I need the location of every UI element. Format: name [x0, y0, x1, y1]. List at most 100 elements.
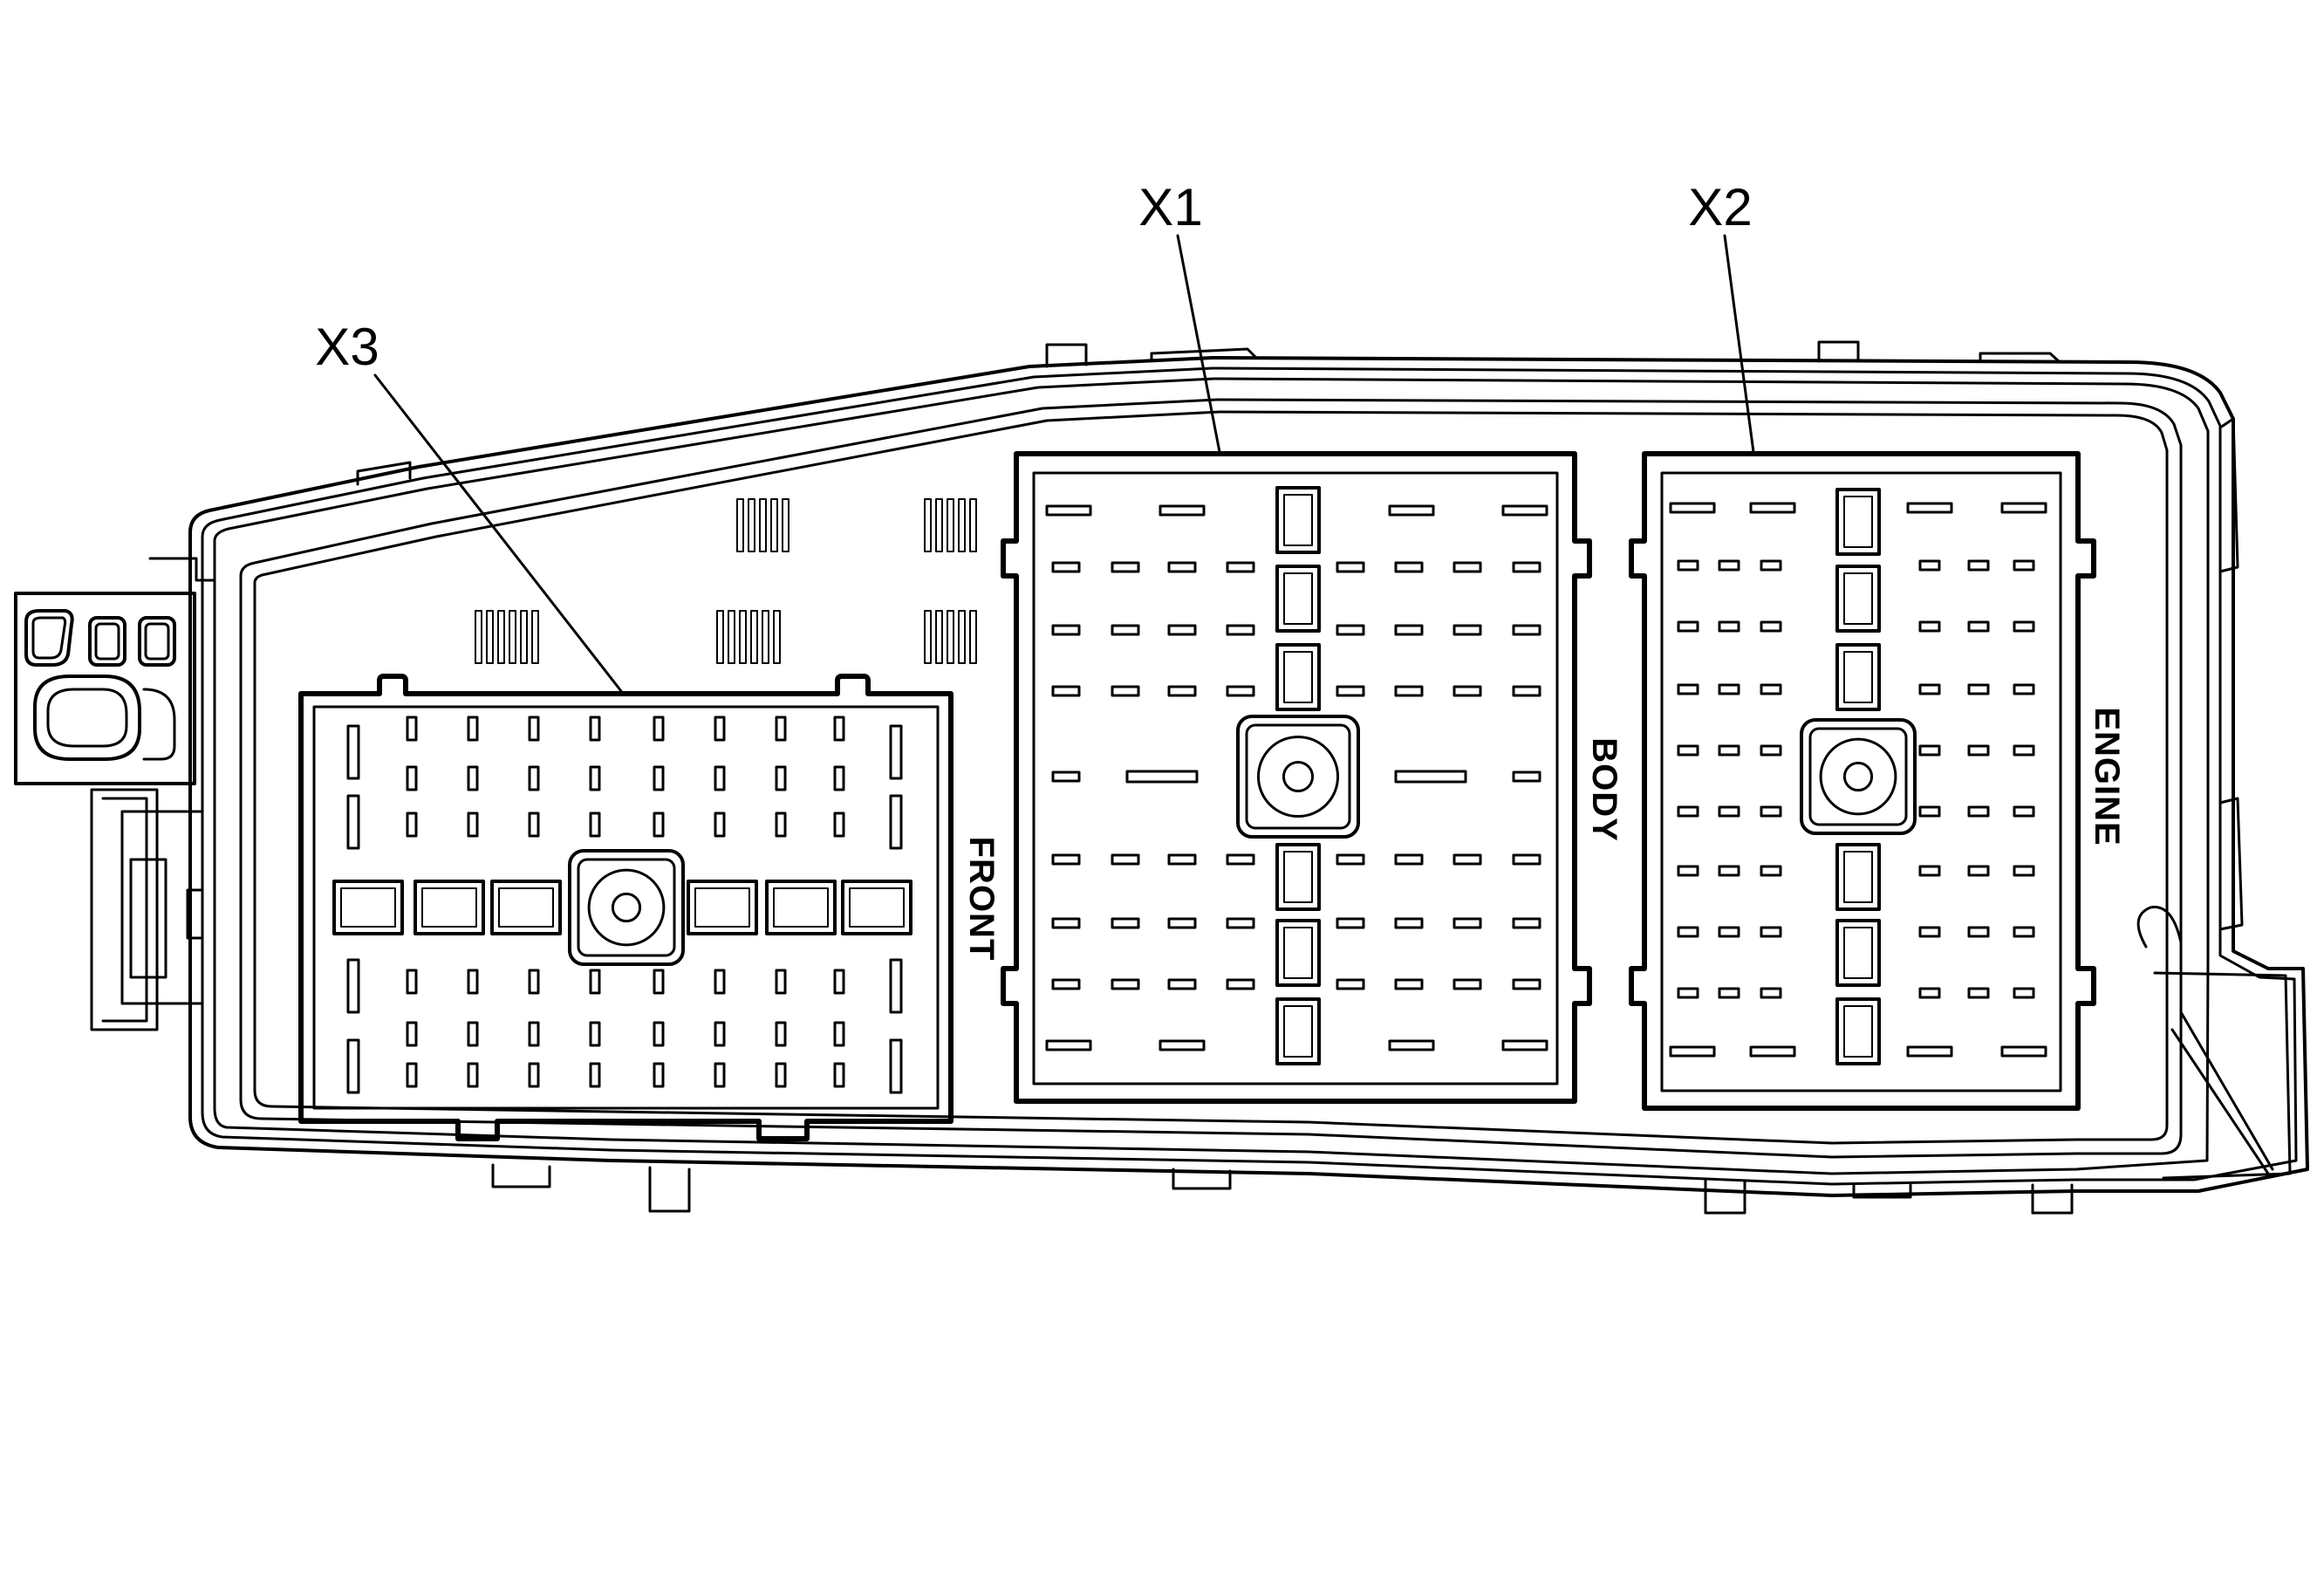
terminal-slot [1718, 987, 1740, 999]
terminal-slot [653, 716, 665, 742]
terminal-slot [406, 765, 418, 791]
terminal-slot [1760, 620, 1782, 633]
terminal-slot [1394, 770, 1467, 784]
terminal-slot [2013, 805, 2035, 818]
terminal-slot [653, 1021, 665, 1047]
terminal-slot [406, 969, 418, 995]
terminal-slot [1718, 926, 1740, 938]
side-connector [14, 592, 196, 785]
terminal-cavity-inner [1843, 1005, 1873, 1058]
bolt-boss [568, 849, 685, 966]
terminal-slot [1394, 685, 1424, 697]
terminal-slot [1045, 504, 1092, 517]
terminal-slot [1718, 805, 1740, 818]
vent-slots [475, 498, 977, 664]
terminal-slot [1967, 805, 1990, 818]
terminal-slot [1394, 917, 1424, 929]
terminal-slot [1918, 987, 1941, 999]
terminal-slot [589, 765, 601, 791]
terminal-slot [1336, 978, 1365, 990]
terminal-slot [1051, 561, 1081, 573]
label-engine: ENGINE [2088, 707, 2126, 846]
terminal-slot [467, 765, 479, 791]
terminal-slot [589, 1021, 601, 1047]
vent-slot [924, 498, 932, 552]
terminal-cavity [1275, 486, 1321, 554]
terminal-slot [1045, 1039, 1092, 1051]
terminal-cavity-inner [1843, 496, 1873, 548]
terminal-slot [1226, 685, 1255, 697]
terminal-slot [833, 812, 845, 838]
terminal-slot [2000, 502, 2047, 514]
terminal-slot [1388, 1039, 1435, 1051]
terminal-slot [528, 1062, 540, 1088]
vent-slot [748, 498, 755, 552]
terminal-slot [1967, 987, 1990, 999]
terminal-slot [775, 765, 787, 791]
terminal-slot [653, 812, 665, 838]
terminal-slot [346, 724, 360, 780]
terminal-slot [775, 1021, 787, 1047]
terminal-slot [1677, 865, 1699, 877]
terminal-slot [775, 716, 787, 742]
terminal-slot [528, 716, 540, 742]
terminal-slot [1226, 853, 1255, 866]
terminal-slot [889, 1038, 903, 1094]
bolt-ring [1819, 737, 1897, 816]
terminal-slot [1452, 978, 1482, 990]
terminal-slot [406, 716, 418, 742]
terminal-slot [1051, 685, 1081, 697]
terminal-slot [1452, 917, 1482, 929]
terminal-slot [1918, 744, 1941, 757]
label-body: BODY [1585, 737, 1623, 842]
vent-slot [716, 610, 724, 664]
terminal-slot [833, 716, 845, 742]
terminal-slot [1051, 853, 1081, 866]
terminal-slot [833, 765, 845, 791]
terminal-cavity-inner [1283, 572, 1313, 625]
terminal-slot [653, 1062, 665, 1088]
terminal-slot [1051, 770, 1081, 783]
terminal-slot [1512, 917, 1541, 929]
terminal-cavity [1835, 843, 1881, 911]
vent-slot [728, 610, 735, 664]
terminal-slot [589, 969, 601, 995]
leader-line-x1 [1176, 234, 1221, 454]
vent-slot [958, 610, 966, 664]
terminal-cavity [765, 880, 837, 935]
terminal-slot [1718, 683, 1740, 695]
leader-line-x3 [373, 373, 623, 693]
terminal-cavity [1835, 997, 1881, 1065]
terminal-slot [1669, 502, 1716, 514]
terminal-slot [1111, 917, 1140, 929]
vent-slot [509, 610, 516, 664]
terminal-cavity-inner [1843, 927, 1873, 979]
terminal-slot [1111, 685, 1140, 697]
terminal-slot [2013, 744, 2035, 757]
terminal-slot [714, 765, 726, 791]
vent-slot [958, 498, 966, 552]
terminal-slot [1051, 917, 1081, 929]
terminal-slot [1718, 559, 1740, 572]
terminal-slot [1452, 853, 1482, 866]
terminal-slot [2013, 620, 2035, 633]
terminal-slot [1394, 853, 1424, 866]
terminal-slot [1226, 978, 1255, 990]
terminal-slot [1512, 624, 1541, 636]
terminal-slot [1760, 926, 1782, 938]
terminal-slot [1760, 559, 1782, 572]
terminal-slot [1167, 917, 1197, 929]
bolt-boss [1236, 715, 1360, 839]
terminal-cavity [1275, 843, 1321, 911]
terminal-slot [1336, 917, 1365, 929]
terminal-slot [2013, 865, 2035, 877]
terminal-slot [1125, 770, 1199, 784]
terminal-cavity-inner [421, 887, 477, 928]
terminal-cavity-inner [773, 887, 829, 928]
terminal-slot [589, 1062, 601, 1088]
terminal-slot [1226, 917, 1255, 929]
terminal-slot [1760, 683, 1782, 695]
terminal-slot [528, 969, 540, 995]
terminal-slot [1226, 561, 1255, 573]
terminal-slot [1677, 744, 1699, 757]
